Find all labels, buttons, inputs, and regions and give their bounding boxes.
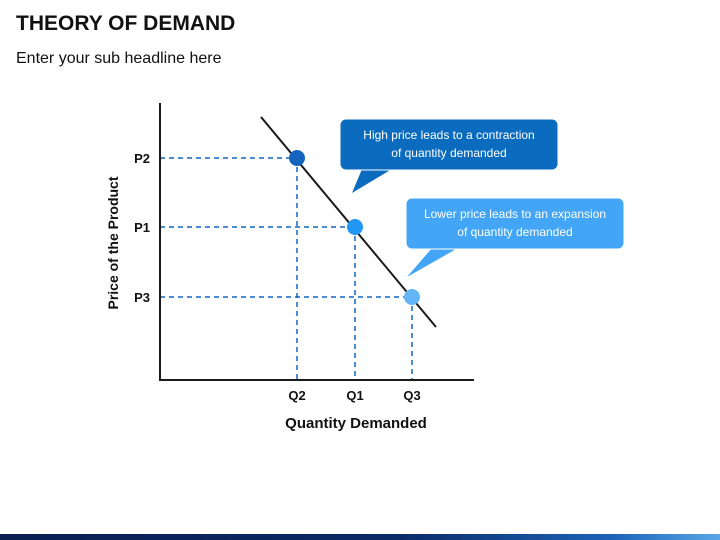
quantity-label-q1: Q1 — [346, 388, 363, 403]
price-label-p1: P1 — [134, 220, 150, 235]
quantity-label-q3: Q3 — [403, 388, 420, 403]
footer-bar — [0, 534, 720, 540]
callout-tail — [352, 169, 392, 193]
callout-tail — [407, 248, 458, 277]
callouts: High price leads to a contraction of quan… — [339, 118, 625, 277]
guide-lines — [160, 157, 413, 380]
demand-point-p2 — [289, 150, 305, 166]
callout-text-line: Lower price leads to an expansion — [424, 207, 606, 221]
demand-point-p1 — [347, 219, 363, 235]
quantity-label-q2: Q2 — [288, 388, 305, 403]
callout-box — [405, 197, 625, 250]
callout-2: Lower price leads to an expansion of quan… — [405, 197, 625, 277]
x-axis-label: Quantity Demanded — [285, 415, 427, 432]
demand-point-p3 — [404, 289, 420, 305]
slide-title: THEORY OF DEMAND — [16, 12, 236, 35]
slide-subtitle: Enter your sub headline here — [16, 50, 222, 67]
demand-points — [289, 150, 420, 305]
callout-box — [339, 118, 559, 171]
quantity-labels: Q2 Q1 Q3 — [288, 388, 420, 403]
price-label-p2: P2 — [134, 151, 150, 166]
callout-1: High price leads to a contraction of quan… — [339, 118, 559, 193]
price-label-p3: P3 — [134, 290, 150, 305]
callout-text-line: of quantity demanded — [457, 225, 572, 239]
callout-text-line: of quantity demanded — [391, 146, 506, 160]
callout-text-line: High price leads to a contraction — [363, 128, 534, 142]
y-axis-label: Price of the Product — [105, 176, 121, 309]
